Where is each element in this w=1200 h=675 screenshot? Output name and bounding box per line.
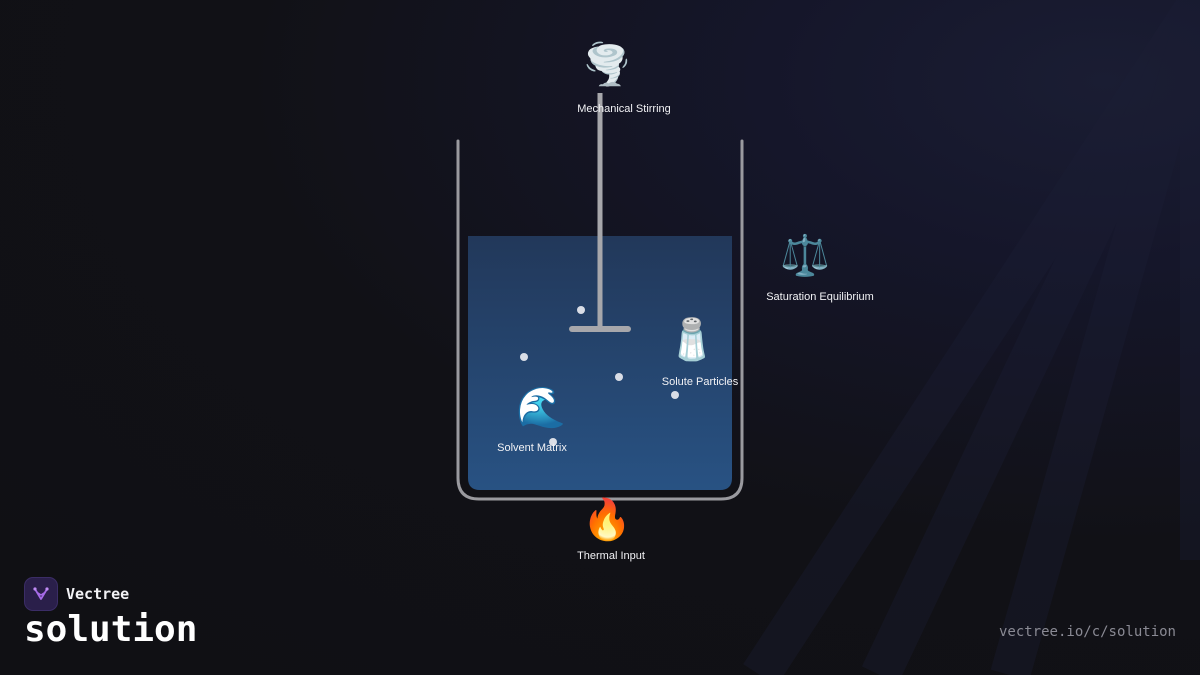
solute-particles — [520, 306, 679, 446]
node-label-solute-particles: Solute Particles — [661, 376, 739, 388]
solvent-liquid — [468, 236, 732, 490]
brand: Vectree — [24, 577, 129, 611]
node-label-solvent-matrix: Solvent Matrix — [497, 442, 567, 454]
tornado-icon: 🌪️ — [582, 42, 632, 88]
water-wave-icon: 🌊 — [516, 385, 566, 431]
fire-icon: 🔥 — [582, 497, 632, 543]
node-label-saturation-equilibrium: Saturation Equilibrium — [766, 291, 874, 303]
node-label-mechanical-stirring: Mechanical Stirring — [577, 103, 671, 115]
page-url: vectree.io/c/solution — [998, 624, 1176, 640]
particle — [615, 373, 623, 381]
particle — [577, 306, 585, 314]
vectree-logo-icon — [24, 577, 58, 611]
particle — [549, 438, 557, 446]
salt-shaker-icon: 🧂 — [667, 317, 717, 363]
particle — [671, 391, 679, 399]
node-label-thermal-input: Thermal Input — [577, 550, 645, 562]
brand-name: Vectree — [66, 585, 130, 603]
particle — [520, 353, 528, 361]
page-title: solution — [24, 609, 198, 650]
stirrer-rod — [569, 93, 631, 332]
beaker — [456, 139, 744, 501]
balance-scale-icon: ⚖️ — [780, 233, 830, 279]
